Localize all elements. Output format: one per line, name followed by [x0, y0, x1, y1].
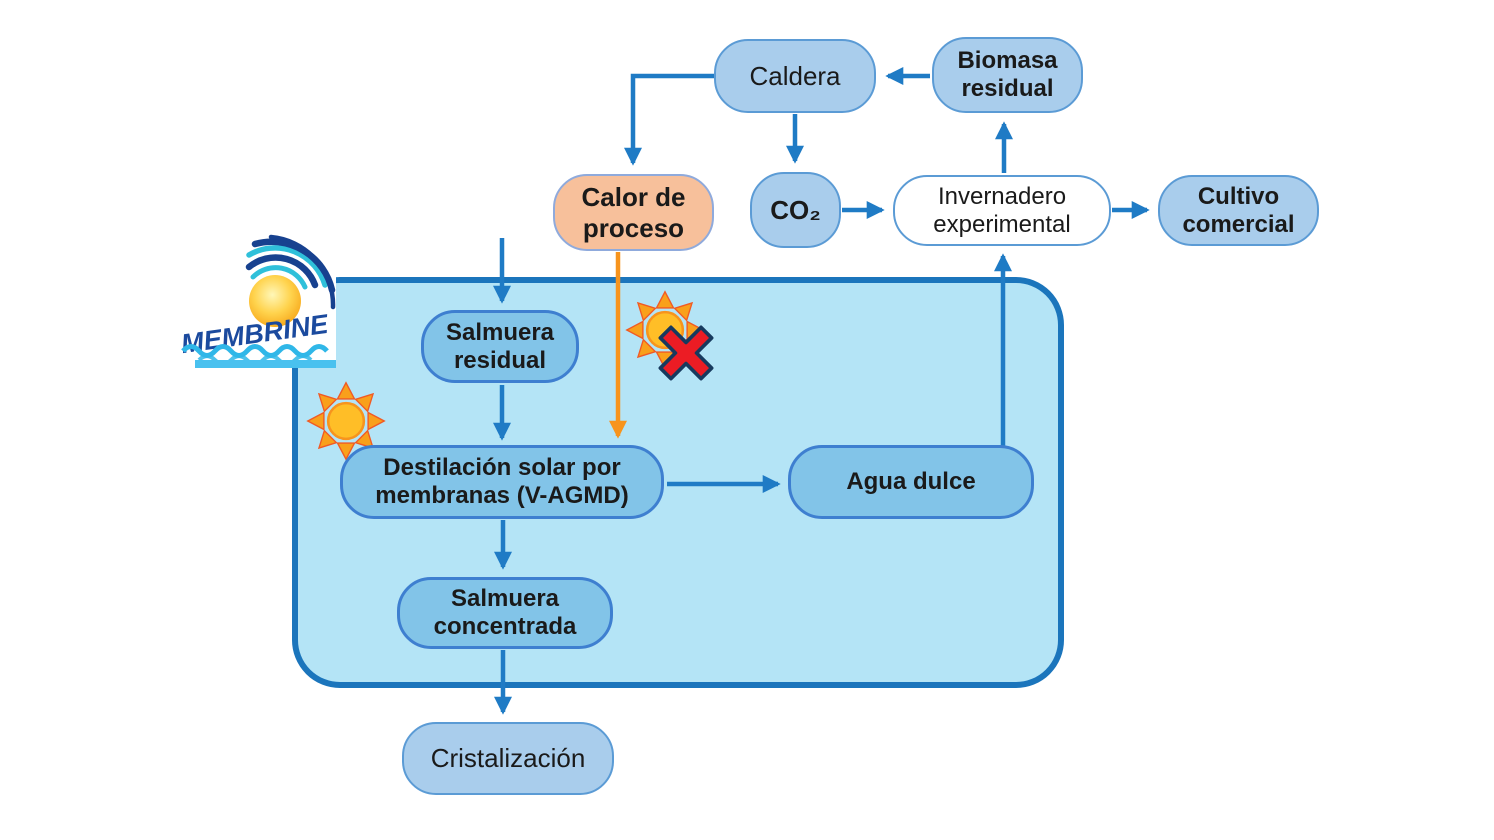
node-cristalizacion-label: Cristalización — [430, 743, 586, 774]
node-salmuera-concentrada: Salmuera concentrada — [397, 577, 613, 649]
node-biomasa-residual: Biomasa residual — [932, 37, 1083, 113]
edge-caldera-to-calor — [624, 73, 714, 166]
logo-swoosh-arcs — [245, 234, 336, 310]
node-salmuera-residual-label: Salmuera residual — [445, 318, 555, 374]
node-invernadero-experimental: Invernadero experimental — [893, 175, 1111, 246]
node-cultivo-comercial: Cultivo comercial — [1158, 175, 1319, 246]
node-co2-label: CO₂ — [770, 194, 821, 225]
node-biomasa-residual-label: Biomasa residual — [957, 47, 1058, 102]
node-salmuera-concentrada-label: Salmuera concentrada — [433, 585, 577, 640]
node-destilacion-solar: Destilación solar por membranas (V-AGMD) — [340, 445, 664, 519]
node-calor-de-proceso: Calor de proceso — [553, 174, 714, 251]
node-agua-dulce-label: Agua dulce — [846, 468, 976, 496]
logo-sun-icon — [249, 275, 301, 327]
node-agua-dulce: Agua dulce — [788, 445, 1034, 519]
node-caldera-label: Caldera — [749, 60, 841, 91]
node-caldera: Caldera — [714, 39, 876, 113]
node-salmuera-residual: Salmuera residual — [421, 310, 579, 383]
node-calor-de-proceso-label: Calor de proceso — [581, 182, 686, 243]
membrine-logo: MEMBRINE — [175, 234, 336, 368]
node-invernadero-experimental-label: Invernadero experimental — [933, 182, 1071, 238]
node-co2: CO₂ — [750, 172, 841, 248]
logo-wave-bar — [195, 360, 336, 368]
node-cristalizacion: Cristalización — [402, 722, 614, 795]
node-destilacion-solar-label: Destilación solar por membranas (V-AGMD) — [375, 454, 629, 509]
node-cultivo-comercial-label: Cultivo comercial — [1182, 182, 1295, 238]
